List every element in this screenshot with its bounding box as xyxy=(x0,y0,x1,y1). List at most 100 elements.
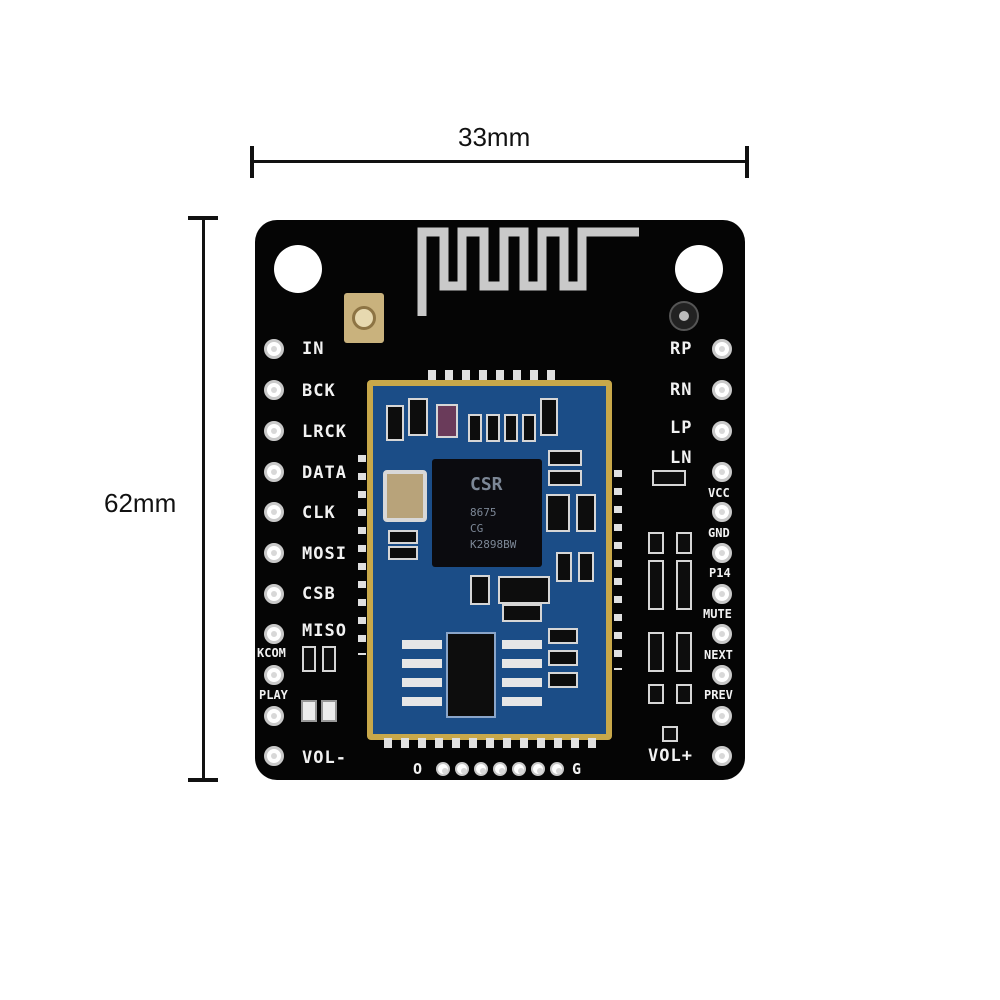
smd-component xyxy=(540,398,558,436)
pin-rp xyxy=(712,339,732,359)
height-dimension-label: 62mm xyxy=(104,488,177,518)
pin-label-lrck: LRCK xyxy=(302,422,347,442)
pin-csb xyxy=(264,584,284,604)
pin-vcc xyxy=(712,502,732,522)
pin-label-mosi: MOSI xyxy=(302,544,347,564)
ic-legs-right xyxy=(502,640,542,716)
pin-lp xyxy=(712,421,732,441)
pin-label-play: PLAY xyxy=(259,688,288,702)
bottom-label-g: G xyxy=(572,760,583,778)
smd-component xyxy=(498,576,550,604)
smd-component xyxy=(436,404,458,438)
smd-component xyxy=(546,494,570,532)
width-dimension-tick-right xyxy=(745,146,749,178)
pin-label-prev: PREV xyxy=(704,688,733,702)
chip-model-label: 8675 xyxy=(470,506,497,519)
smd-component xyxy=(504,414,518,442)
pin-vol-plus xyxy=(712,746,732,766)
height-dimension-line xyxy=(202,218,205,780)
pin-in xyxy=(264,339,284,359)
pin-label-in: IN xyxy=(302,339,325,359)
pin-p14 xyxy=(712,584,732,604)
amplifier-ic xyxy=(446,632,496,718)
module-bottom-pads xyxy=(384,738,604,748)
smd-component xyxy=(388,530,418,544)
smd-component xyxy=(556,552,572,582)
pin-vol-minus xyxy=(264,746,284,766)
pin-mute xyxy=(712,624,732,644)
pcb-antenna-trace xyxy=(417,227,639,316)
smd-component xyxy=(468,414,482,442)
pin-gnd xyxy=(712,543,732,563)
pin-label-vol-plus: VOL+ xyxy=(648,746,693,766)
pin-bck xyxy=(264,380,284,400)
chip-line2-label: CG xyxy=(470,522,484,535)
smd-component xyxy=(676,532,692,554)
pin-label-data: DATA xyxy=(302,463,347,483)
pin-miso xyxy=(264,624,284,644)
smd-component xyxy=(576,494,596,532)
mounting-hole-left xyxy=(274,245,322,293)
smd-component xyxy=(522,414,536,442)
bottom-label-o: O xyxy=(413,760,424,778)
height-dimension-tick-top xyxy=(188,216,218,220)
smd-component xyxy=(548,450,582,466)
csr-chip xyxy=(432,459,542,567)
ufl-antenna-connector xyxy=(344,293,384,343)
smd-component xyxy=(302,646,316,672)
pin-label-next: NEXT xyxy=(704,648,733,662)
pin-label-vcc: VCC xyxy=(708,486,730,500)
pin-label-ln: LN xyxy=(670,448,693,468)
smd-component xyxy=(648,560,664,610)
smd-component xyxy=(322,646,336,672)
pin-label-kcom: KCOM xyxy=(257,646,286,660)
chip-line3-label: K2898BW xyxy=(470,538,517,551)
status-led-1 xyxy=(301,700,317,722)
pin-next xyxy=(712,665,732,685)
pin-label-bck: BCK xyxy=(302,381,336,401)
smd-component xyxy=(548,628,578,644)
smd-component xyxy=(388,546,418,560)
smd-component xyxy=(548,672,578,688)
smd-component xyxy=(662,726,678,742)
pin-label-p14: P14 xyxy=(709,566,731,580)
chip-brand-label: CSR xyxy=(470,474,503,495)
pin-kcom xyxy=(264,665,284,685)
smd-component xyxy=(386,405,404,441)
pin-prev xyxy=(712,706,732,726)
smd-component xyxy=(648,684,664,704)
smd-component xyxy=(548,650,578,666)
pin-clk xyxy=(264,502,284,522)
ic-legs-left xyxy=(402,640,442,716)
smd-component xyxy=(676,684,692,704)
pin-mosi xyxy=(264,543,284,563)
pin-label-vol-minus: VOL- xyxy=(302,748,347,768)
smd-component xyxy=(676,632,692,672)
height-dimension-tick-bottom xyxy=(188,778,218,782)
pin-label-clk: CLK xyxy=(302,503,336,523)
pin-data xyxy=(264,462,284,482)
smd-component xyxy=(502,604,542,622)
pin-label-rn: RN xyxy=(670,380,693,400)
smd-component xyxy=(578,552,594,582)
width-dimension-label: 33mm xyxy=(458,122,531,152)
pin-rn xyxy=(712,380,732,400)
test-point xyxy=(669,301,699,331)
width-dimension-tick-left xyxy=(250,146,254,178)
pin-lrck xyxy=(264,421,284,441)
module-left-pads xyxy=(358,455,366,655)
pin-label-miso: MISO xyxy=(302,621,347,641)
width-dimension-line xyxy=(252,160,748,163)
module-right-pads xyxy=(614,470,622,670)
bottom-pin-row xyxy=(436,762,566,776)
pin-play xyxy=(264,706,284,726)
pin-ln xyxy=(712,462,732,482)
smd-component xyxy=(648,532,664,554)
smd-component xyxy=(408,398,428,436)
smd-component xyxy=(648,632,664,672)
pin-label-gnd: GND xyxy=(708,526,730,540)
mounting-hole-right xyxy=(675,245,723,293)
status-led-2 xyxy=(321,700,337,722)
smd-component xyxy=(470,575,490,605)
pin-label-lp: LP xyxy=(670,418,693,438)
